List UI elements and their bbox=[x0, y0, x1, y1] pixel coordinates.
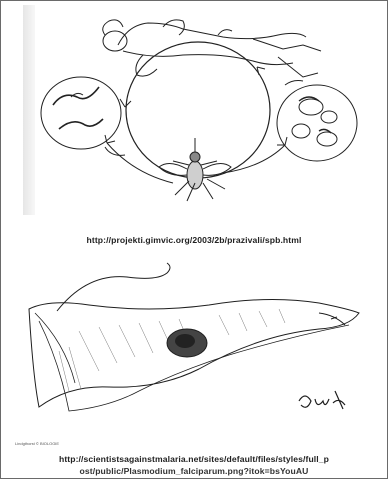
signature-mark bbox=[299, 391, 345, 409]
caption-line-1[interactable]: http://scientistsagainstmalaria.net/site… bbox=[59, 454, 329, 464]
right-inset-blood-cells bbox=[277, 81, 357, 162]
scan-edge-shadow bbox=[23, 5, 35, 215]
lifecycle-drawing bbox=[23, 5, 369, 215]
image-caption-url-2[interactable]: http://scientistsagainstmalaria.net/site… bbox=[1, 453, 387, 477]
left-inset-sporozoites bbox=[41, 77, 125, 155]
reclining-person-figure bbox=[103, 20, 321, 77]
parasite-illustration bbox=[19, 251, 369, 447]
lifecycle-illustration bbox=[23, 5, 369, 215]
flagellum bbox=[57, 263, 170, 311]
image-credit: Lindgthorst © BIOLOGIE bbox=[15, 441, 59, 446]
mosquito-figure bbox=[159, 138, 231, 201]
caption-line-2[interactable]: ost/public/Plasmodium_falciparum.png?ito… bbox=[1, 465, 387, 477]
image-caption-url[interactable]: http://projekti.gimvic.org/2003/2b/prazi… bbox=[1, 235, 387, 245]
parasite-drawing bbox=[19, 251, 369, 447]
